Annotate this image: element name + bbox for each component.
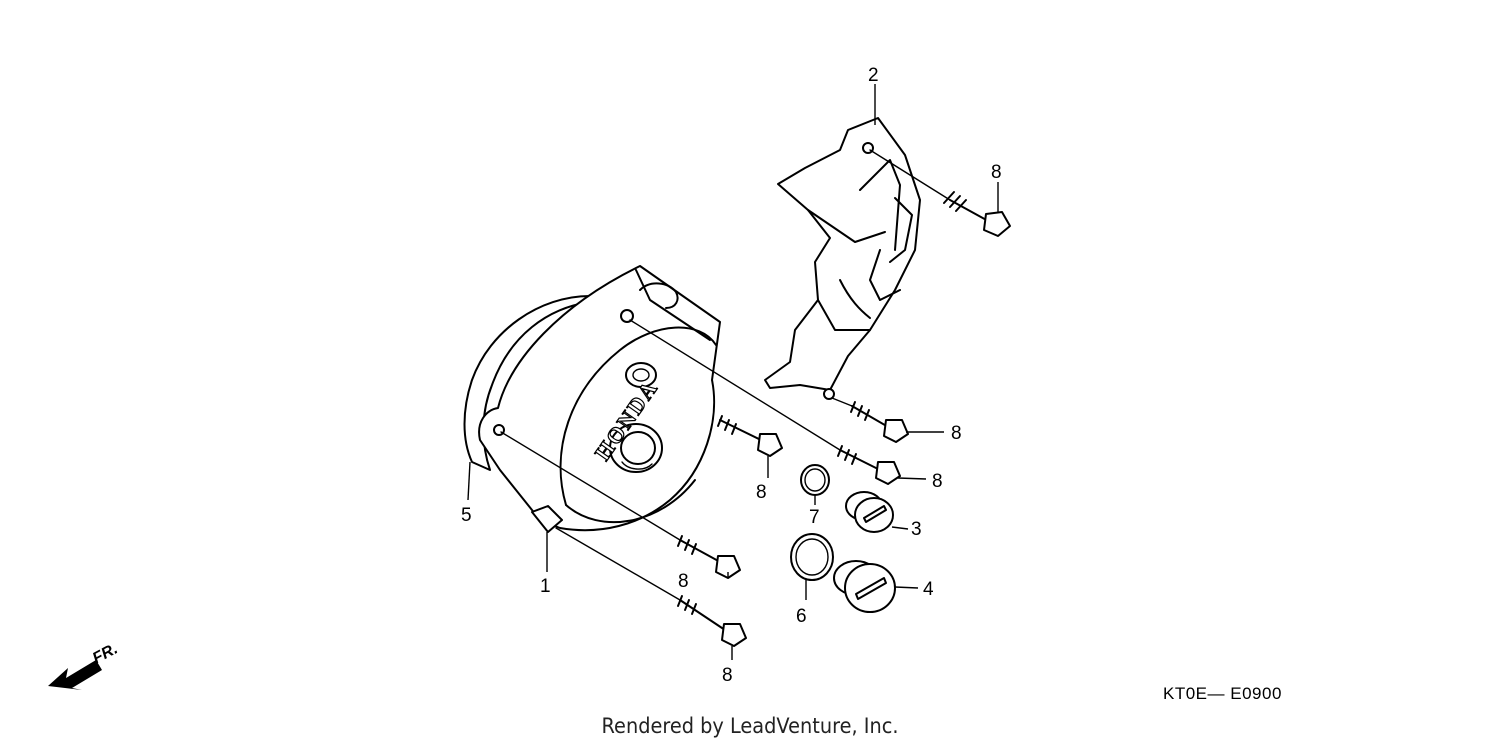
flange-bolt-bottom[interactable] bbox=[555, 527, 747, 647]
callout-6: 6 bbox=[796, 606, 807, 627]
callout-5: 5 bbox=[461, 505, 472, 526]
o-ring-large[interactable] bbox=[790, 533, 834, 581]
flange-bolt-cover-right[interactable] bbox=[831, 397, 909, 443]
flange-bolt-mid[interactable] bbox=[717, 415, 783, 457]
callout-1: 1 bbox=[540, 576, 551, 597]
callout-8-mid: 8 bbox=[756, 482, 767, 503]
callout-4: 4 bbox=[923, 579, 934, 600]
left-crankcase-cover[interactable] bbox=[478, 265, 721, 533]
callout-3: 3 bbox=[911, 519, 922, 540]
render-credit: Rendered by LeadVenture, Inc. bbox=[601, 714, 899, 738]
sprocket-cover[interactable] bbox=[764, 117, 921, 400]
flange-bolt-long[interactable] bbox=[629, 319, 901, 485]
gasket-part[interactable] bbox=[463, 295, 591, 471]
callout-2: 2 bbox=[868, 65, 879, 86]
callout-8-top: 8 bbox=[991, 162, 1002, 183]
callout-7: 7 bbox=[809, 507, 820, 528]
callout-8-right: 8 bbox=[951, 423, 962, 444]
callout-8-bottom: 8 bbox=[722, 665, 733, 686]
callout-8-long: 8 bbox=[932, 471, 943, 492]
timing-hole-cap[interactable] bbox=[845, 491, 894, 533]
front-direction-arrow: FR. bbox=[48, 640, 121, 690]
crankshaft-hole-cap[interactable] bbox=[833, 560, 896, 613]
diagram-code: KT0E— E0900 bbox=[1163, 684, 1282, 703]
callout-8-lower: 8 bbox=[678, 571, 689, 592]
leader-lines bbox=[467, 84, 999, 660]
flange-bolt-lower[interactable] bbox=[500, 431, 741, 579]
o-ring-small[interactable] bbox=[800, 464, 830, 496]
flange-bolt-top[interactable] bbox=[869, 149, 1011, 237]
